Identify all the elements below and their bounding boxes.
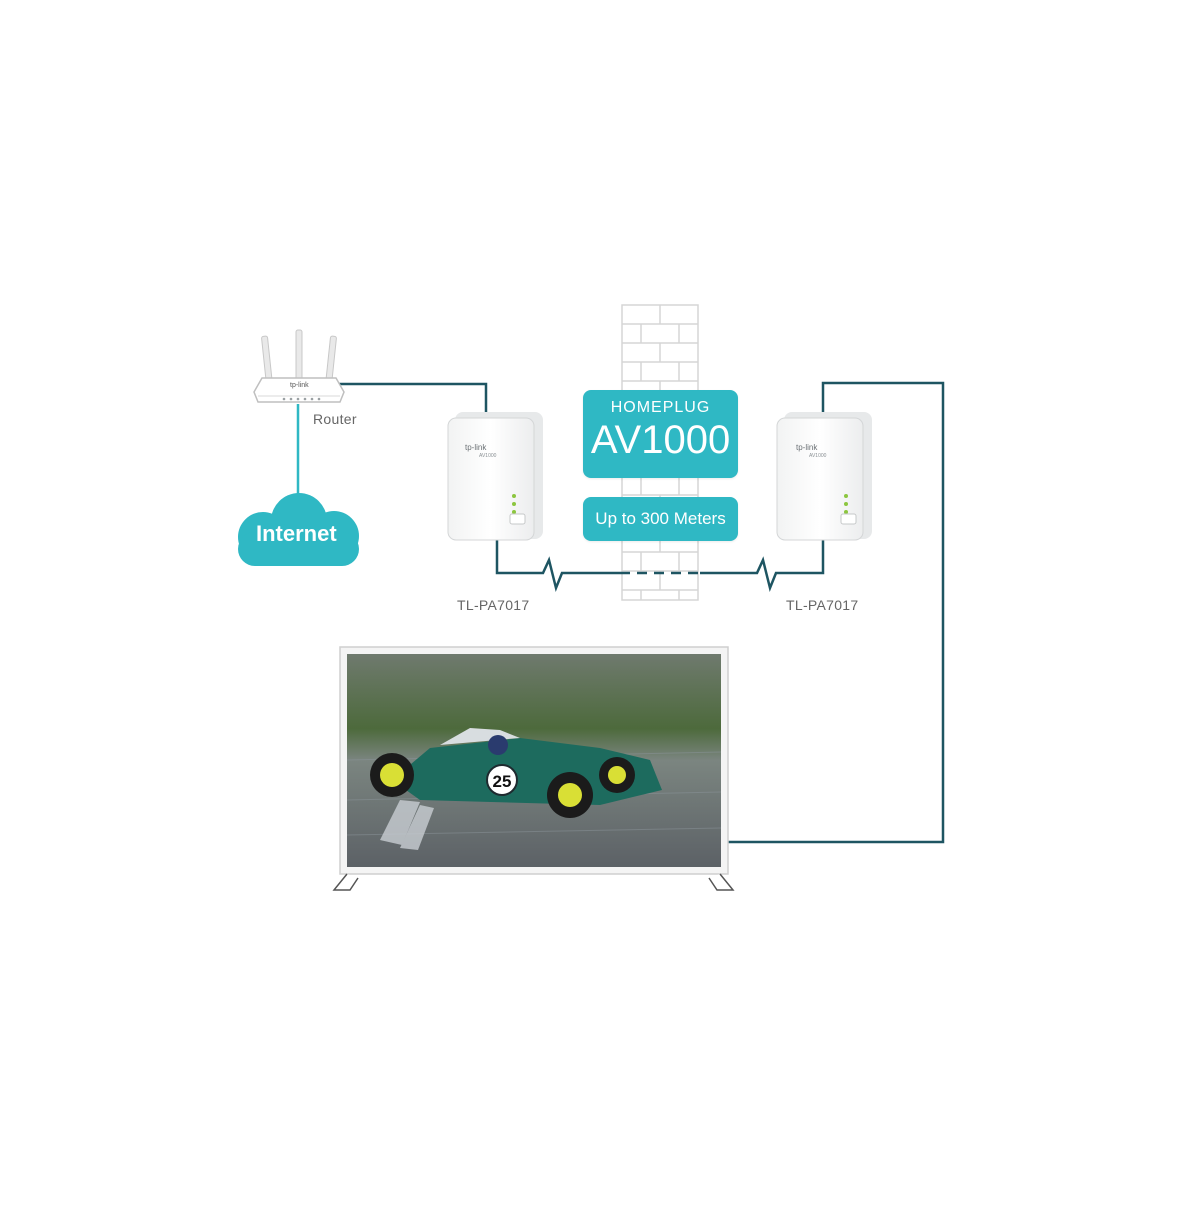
adapter-left-label: TL-PA7017 — [457, 597, 530, 613]
cable-router-to-adapter — [338, 382, 488, 420]
range-badge: Up to 300 Meters — [583, 497, 738, 541]
race-car-illustration: 25 — [370, 728, 662, 818]
adapter-right-brand: tp-link — [796, 443, 818, 452]
av1000-label: AV1000 — [590, 418, 731, 462]
powerline-adapter-left — [447, 412, 543, 541]
router-brand: tp-link — [290, 382, 309, 389]
powerline-left — [495, 540, 620, 593]
homeplug-label: HOMEPLUG — [610, 399, 711, 416]
homeplug-badge: HOMEPLUG AV1000 — [583, 390, 738, 478]
powerline-right — [700, 540, 825, 593]
internet-label: Internet — [256, 521, 337, 546]
router-device — [253, 329, 345, 403]
cables — [296, 381, 945, 844]
adapter-right-label: TL-PA7017 — [786, 597, 859, 613]
cable-adapter-to-tv — [728, 381, 945, 844]
adapter-left-model: AV1000 — [479, 453, 497, 459]
car-number: 25 — [493, 772, 512, 791]
television: 25 — [332, 646, 735, 891]
powerline-adapter-right — [776, 412, 872, 541]
router-label: Router — [313, 411, 357, 427]
range-label: Up to 300 Meters — [595, 509, 726, 528]
adapter-right-model: AV1000 — [809, 453, 827, 459]
adapter-left-brand: tp-link — [465, 443, 487, 452]
internet-cloud-icon — [238, 493, 359, 566]
